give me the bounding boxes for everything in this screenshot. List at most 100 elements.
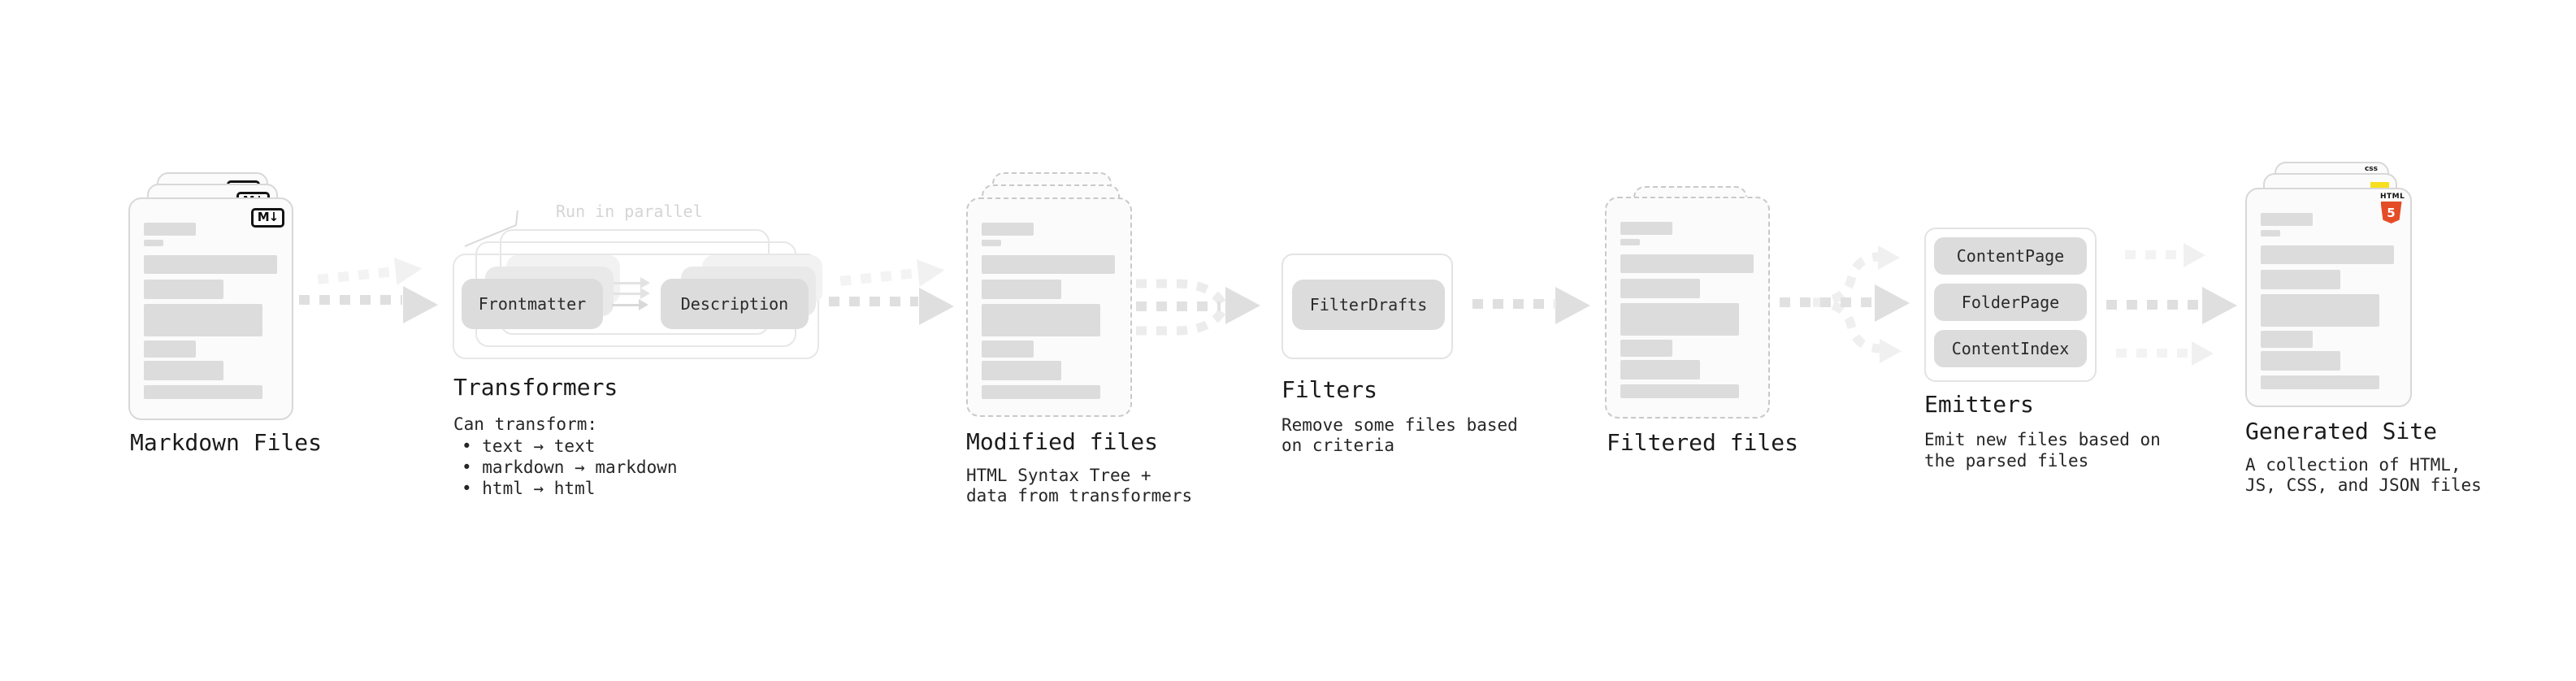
generated-site-label: Generated Site <box>2245 418 2438 445</box>
emit-arrow-line-middle <box>2106 300 2201 310</box>
js-badge <box>2370 182 2389 191</box>
placeholder-bar <box>144 361 223 380</box>
transformers-bullet: • html → html <box>462 479 596 498</box>
placeholder-bar <box>2261 351 2340 371</box>
filterdrafts-pill: FilterDrafts <box>1292 280 1445 330</box>
fanout-arrow-bottom-curve <box>1812 297 1880 354</box>
generated-site-desc-line2: JS, CSS, and JSON files <box>2245 475 2482 495</box>
fanout-arrowhead-middle <box>1875 284 1910 322</box>
html5-icon-word: HTML <box>2380 193 2405 201</box>
emit-arrow-line-top <box>2125 250 2183 259</box>
generated-site-desc-line1: A collection of HTML, <box>2245 455 2461 475</box>
folderpage-pill: FolderPage <box>1934 284 2087 321</box>
arrowhead <box>916 256 947 287</box>
filters-desc-line2: on criteria <box>1281 436 1395 455</box>
transformers-bullet: • markdown → markdown <box>462 458 678 477</box>
placeholder-bar <box>144 255 277 274</box>
placeholder-bar <box>2261 213 2313 226</box>
placeholder-bar <box>2261 294 2379 327</box>
merge-arrow-bottom-curve <box>1136 308 1226 336</box>
markdown-icon: M↓ <box>251 208 284 228</box>
placeholder-bar <box>2261 230 2280 236</box>
transformers-label: Transformers <box>453 374 618 401</box>
flow-arrow-line <box>829 297 918 306</box>
placeholder-bar <box>982 255 1115 274</box>
filters-desc-line1: Remove some files based <box>1281 415 1518 435</box>
run-in-parallel-annotation: Run in parallel <box>556 202 703 221</box>
contentpage-pill: ContentPage <box>1934 237 2087 275</box>
placeholder-bar <box>1620 384 1739 398</box>
flow-arrowhead <box>919 288 954 325</box>
filtered-files-label: Filtered files <box>1607 429 1799 456</box>
html5-icon: HTML 5 <box>2380 193 2405 223</box>
placeholder-bar <box>982 280 1061 299</box>
emitters-desc-line2: the parsed files <box>1924 451 2089 471</box>
run-in-parallel-connector-line <box>464 210 518 247</box>
flow-arrow-line <box>299 295 402 305</box>
placeholder-bar <box>2261 245 2394 264</box>
file-placeholder-lines <box>144 223 277 399</box>
transformers-desc-title: Can transform: <box>453 414 598 434</box>
merge-arrow-line <box>1136 301 1221 311</box>
modified-files-label: Modified files <box>966 428 1159 455</box>
placeholder-bar <box>1620 254 1754 273</box>
fanout-arrow-line <box>1780 297 1873 307</box>
modified-file-card-front <box>966 197 1132 417</box>
flow-arrowhead <box>403 286 438 323</box>
parallel-arrow-icon <box>614 277 651 288</box>
placeholder-bar <box>1620 303 1739 336</box>
fanout-arrow-top-curve <box>1812 252 1879 307</box>
emitters-label: Emitters <box>1924 391 2034 418</box>
contentindex-pill: ContentIndex <box>1934 330 2087 367</box>
file-placeholder-lines <box>2261 213 2394 389</box>
frontmatter-transformer-pill: Frontmatter <box>462 279 603 329</box>
placeholder-bar <box>2261 331 2313 348</box>
placeholder-bar <box>144 280 223 299</box>
placeholder-bar <box>2261 270 2340 289</box>
placeholder-bar <box>1620 279 1700 298</box>
fanout-arrowhead-bottom <box>1880 339 1902 363</box>
emit-arrow-line-bottom <box>2116 349 2191 358</box>
placeholder-bar <box>2261 375 2379 389</box>
css-badge-text: css <box>2364 165 2379 173</box>
generated-file-card-front: HTML 5 <box>2245 188 2412 407</box>
fanout-arrowhead-top <box>1878 245 1900 270</box>
arrowhead <box>393 254 424 285</box>
transformers-frame-front <box>453 254 819 359</box>
filtered-file-card-front <box>1605 197 1770 419</box>
placeholder-bar <box>982 223 1034 236</box>
transformers-bullet: • text → text <box>462 436 596 456</box>
placeholder-bar <box>982 304 1100 336</box>
markdown-file-card-front: M↓ <box>128 197 293 420</box>
placeholder-bar <box>144 240 163 246</box>
file-placeholder-lines <box>982 223 1115 399</box>
placeholder-bar <box>982 340 1034 358</box>
placeholder-bar <box>1620 222 1672 235</box>
modified-files-desc-line2: data from transformers <box>966 486 1193 505</box>
emit-arrowhead-top <box>2184 243 2205 267</box>
placeholder-bar <box>144 223 196 236</box>
filters-label: Filters <box>1281 376 1378 403</box>
modified-files-desc-line1: HTML Syntax Tree + <box>966 466 1151 485</box>
placeholder-bar <box>982 240 1001 246</box>
emit-arrowhead-middle <box>2202 287 2237 324</box>
parallel-arrow-icon <box>612 299 649 310</box>
flow-arrowhead <box>1555 287 1590 324</box>
placeholder-bar <box>144 304 262 336</box>
placeholder-bar <box>982 385 1100 399</box>
html5-icon-shield: 5 <box>2380 202 2402 223</box>
placeholder-bar <box>144 385 262 399</box>
placeholder-bar <box>982 361 1061 380</box>
merge-arrowhead <box>1225 287 1260 324</box>
placeholder-bar <box>1620 340 1672 357</box>
flow-arrow-line <box>1472 299 1555 309</box>
emit-arrowhead-bottom <box>2192 341 2214 366</box>
markdown-files-label: Markdown Files <box>130 429 323 456</box>
description-transformer-pill: Description <box>661 279 809 329</box>
placeholder-bar <box>1620 360 1700 380</box>
emitters-desc-line1: Emit new files based on <box>1924 430 2161 449</box>
merge-arrow-top-curve <box>1136 279 1226 306</box>
placeholder-bar <box>144 340 196 358</box>
